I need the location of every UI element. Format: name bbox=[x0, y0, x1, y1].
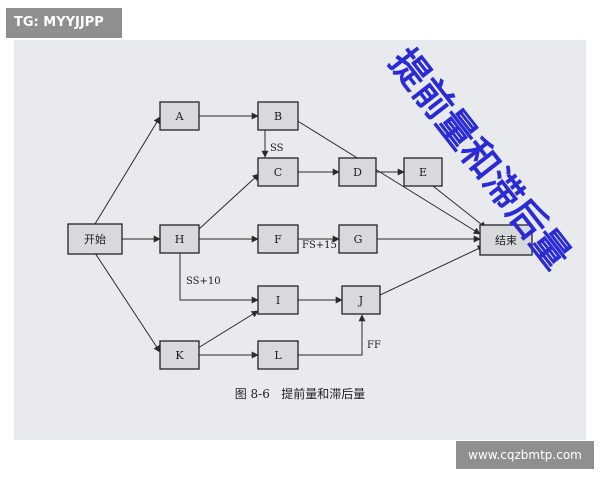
relation-label-ff: FF bbox=[367, 340, 381, 351]
edge-start-k bbox=[94, 252, 161, 353]
node-l-label: L bbox=[274, 349, 282, 362]
node-start-label: 开始 bbox=[84, 232, 106, 246]
node-b: B bbox=[257, 101, 299, 131]
relation-label-ss: SS bbox=[270, 143, 284, 154]
edge-l-j bbox=[298, 314, 366, 356]
relation-labels: SS FS+15 SS+10 FF bbox=[186, 143, 381, 351]
node-start: 开始 bbox=[67, 223, 123, 255]
node-a-label: A bbox=[175, 110, 185, 123]
node-i: I bbox=[257, 285, 299, 315]
node-j: J bbox=[341, 285, 381, 315]
node-d: D bbox=[338, 157, 377, 187]
node-f: F bbox=[257, 224, 299, 254]
edge-h-c bbox=[197, 173, 260, 231]
figure-caption: 图 8-6 提前量和滞后量 bbox=[235, 386, 366, 401]
node-e: E bbox=[403, 157, 443, 187]
node-b-label: B bbox=[274, 110, 282, 123]
relation-label-fs15: FS+15 bbox=[302, 240, 337, 251]
edge-b-end bbox=[295, 119, 481, 235]
relation-label-ss10: SS+10 bbox=[186, 276, 221, 287]
node-f-label: F bbox=[274, 233, 282, 246]
node-end-label: 结束 bbox=[495, 234, 517, 247]
edges bbox=[94, 112, 487, 359]
node-c-label: C bbox=[274, 166, 282, 179]
node-g-label: G bbox=[354, 233, 363, 246]
node-end: 结束 bbox=[479, 224, 533, 256]
node-h: H bbox=[159, 224, 200, 254]
node-g: G bbox=[338, 224, 378, 254]
edge-e-end bbox=[432, 185, 487, 229]
node-e-label: E bbox=[419, 166, 427, 179]
node-c: C bbox=[257, 157, 299, 187]
watermark-top-badge: TG: MYYJJPP bbox=[6, 8, 122, 38]
node-i-label: I bbox=[276, 294, 280, 307]
edge-h-i bbox=[179, 253, 259, 304]
node-l: L bbox=[257, 340, 299, 370]
node-k-label: K bbox=[175, 349, 184, 362]
edge-start-a bbox=[94, 116, 161, 225]
nodes: 开始 A B C D E H F bbox=[67, 101, 533, 370]
node-k: K bbox=[159, 340, 200, 370]
edge-k-i bbox=[197, 310, 259, 349]
node-a: A bbox=[159, 101, 200, 131]
watermark-url-badge: www.cqzbmtp.com bbox=[456, 441, 594, 469]
node-j-label: J bbox=[358, 294, 363, 307]
edge-j-end bbox=[379, 245, 485, 296]
node-d-label: D bbox=[353, 166, 362, 179]
node-h-label: H bbox=[175, 233, 185, 246]
